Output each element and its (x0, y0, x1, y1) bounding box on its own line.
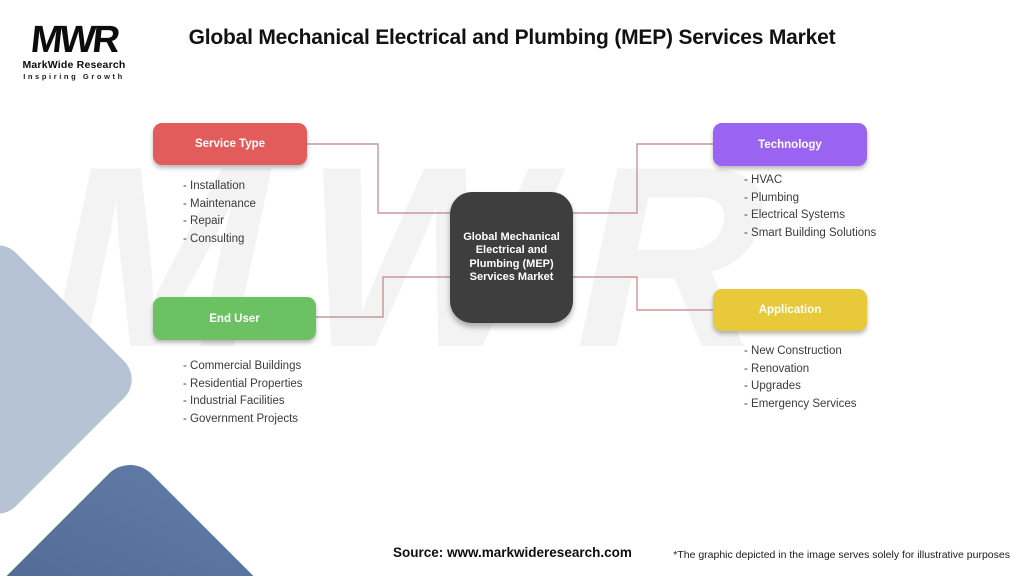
list-item: - Renovation (744, 362, 810, 375)
logo-tagline: Inspiring Growth (23, 72, 125, 82)
page-title: Global Mechanical Electrical and Plumbin… (188, 26, 836, 49)
list-item: - Emergency Services (744, 397, 857, 410)
center-node-line: Electrical and (475, 244, 548, 256)
list-item: - New Construction (744, 345, 842, 357)
center-node-line: Global Mechanical (463, 230, 560, 243)
center-node: Global Mechanical Electrical and Plumbin… (450, 192, 573, 323)
list-item: - Upgrades (744, 380, 801, 392)
list-item: - Government Projects (183, 412, 299, 425)
list-item: - Industrial Facilities (183, 395, 285, 407)
branch-label-end-user: End User (209, 312, 260, 325)
list-item: - Residential Properties (183, 377, 303, 390)
branch-label-application: Application (758, 304, 822, 316)
list-item: - Smart Building Solutions (744, 226, 877, 239)
branch-box-end-user: End User (153, 297, 316, 340)
list-item: - Commercial Buildings (183, 360, 302, 372)
list-item: - Electrical Systems (744, 209, 845, 221)
center-node-line: Plumbing (MEP) (469, 257, 554, 270)
branch-box-technology: Technology (713, 123, 867, 166)
connector-service-type (307, 143, 450, 214)
list-item: - Installation (183, 180, 246, 192)
branch-box-service-type: Service Type (153, 123, 307, 165)
connector-end-user (316, 276, 450, 318)
markwide-logo: MWR MarkWide Research Inspiring Growth (18, 19, 130, 82)
branch-items-technology: - HVAC - Plumbing - Electrical Systems -… (744, 172, 876, 242)
logo-name: MarkWide Research (22, 59, 126, 72)
connector-technology (573, 143, 713, 214)
branch-label-technology: Technology (758, 138, 822, 151)
list-item: - HVAC (744, 174, 783, 186)
disclaimer-text: *The graphic depicted in the image serve… (673, 549, 1010, 561)
branch-label-service-type: Service Type (194, 138, 266, 150)
branch-box-application: Application (713, 289, 867, 331)
list-item: - Repair (183, 215, 224, 227)
connector-application (573, 276, 713, 311)
list-item: - Plumbing (744, 191, 799, 204)
source-text: Source: www.markwideresearch.com (393, 545, 632, 560)
list-item: - Consulting (183, 232, 245, 245)
list-item: - Maintenance (183, 197, 256, 210)
branch-items-application: - New Construction - Renovation - Upgrad… (744, 343, 856, 413)
branch-items-end-user: - Commercial Buildings - Residential Pro… (183, 358, 303, 428)
center-node-line: Services Market (469, 271, 554, 283)
branch-items-service-type: - Installation - Maintenance - Repair - … (183, 178, 256, 248)
